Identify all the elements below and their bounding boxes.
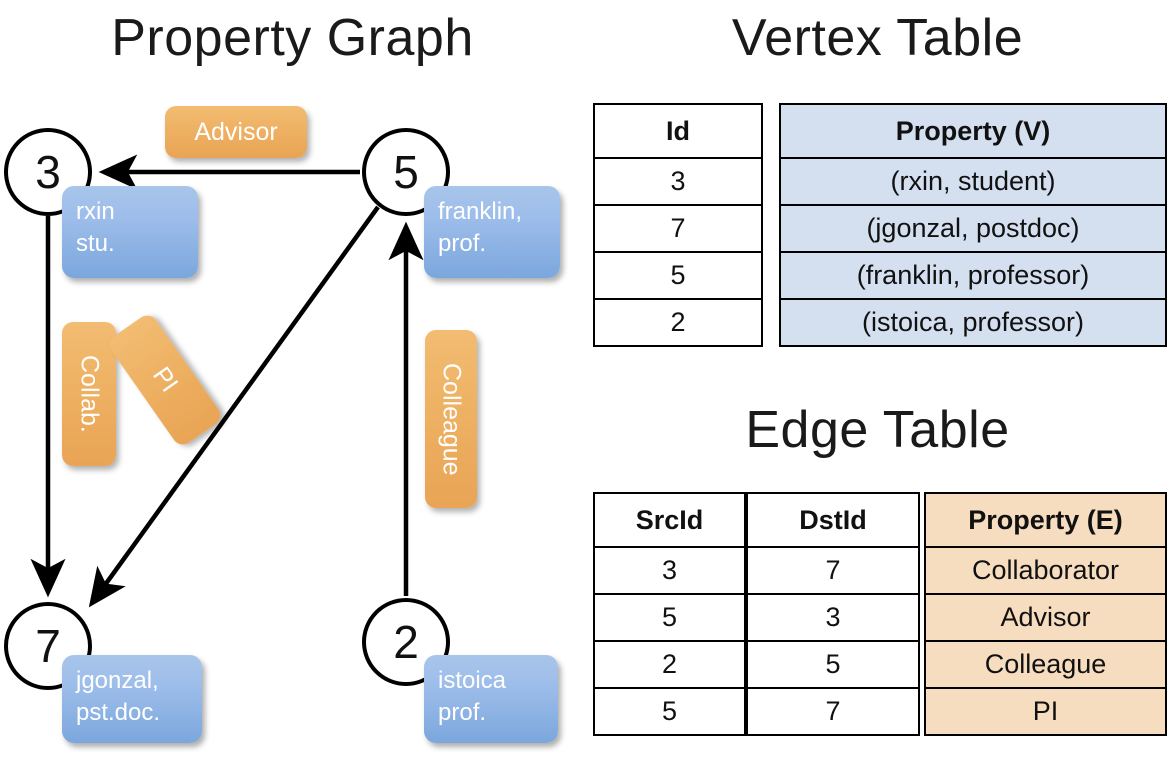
table-row: (franklin, professor)	[779, 251, 1167, 300]
graph-node-5[interactable]: 5	[362, 128, 450, 216]
edge-cell-srcid: 3	[593, 546, 746, 595]
edge-cell-dstid: 5	[746, 640, 920, 689]
edge-cell-dstid: 7	[746, 546, 920, 595]
graph-node-7-label: 7	[35, 620, 61, 672]
edge-table-srcid-column: SrcId 3 5 2 5	[593, 492, 746, 736]
table-row: 5	[746, 640, 920, 689]
table-row: 3	[593, 546, 746, 595]
vertex-cell-id: 3	[593, 157, 763, 206]
table-row: 2	[593, 298, 763, 347]
node-property-line-1: franklin,	[438, 198, 523, 225]
page-title-vertex-table: Vertex Table	[731, 9, 1024, 67]
vertex-cell-property: (franklin, professor)	[779, 251, 1167, 300]
edge-label-box-collab: Collab.	[62, 322, 116, 466]
node-property-line-2: stu.	[76, 229, 115, 257]
edge-header-property: Property (E)	[924, 492, 1167, 548]
edge-cell-property: PI	[924, 687, 1167, 736]
table-header-row: Property (E)	[924, 492, 1167, 548]
node-property-box-jgonzal: jgonzal, pst.doc.	[62, 655, 202, 743]
edge-5-to-7	[88, 205, 380, 608]
edge-header-dstid: DstId	[746, 492, 920, 548]
edge-cell-srcid: 5	[593, 687, 746, 736]
table-header-row: DstId	[746, 492, 920, 548]
edge-cell-property: Colleague	[924, 640, 1167, 689]
vertex-cell-id: 2	[593, 298, 763, 347]
table-header-row: Id	[593, 103, 763, 159]
table-row: 5	[593, 687, 746, 736]
vertex-header-property: Property (V)	[779, 103, 1167, 159]
table-row: 7	[593, 204, 763, 253]
edge-cell-dstid: 7	[746, 687, 920, 736]
table-row: 3	[593, 157, 763, 206]
edge-label-text-collab: Collab.	[75, 355, 104, 433]
graph-node-2[interactable]: 2	[362, 598, 450, 686]
table-row: 2	[593, 640, 746, 689]
page-title-property-graph: Property Graph	[111, 9, 474, 67]
table-header-row: Property (V)	[779, 103, 1167, 159]
property-graph-diagram: 3 5 7 2 rxin stu. franklin, prof. jgonza…	[4, 106, 560, 743]
graph-edge-lines	[30, 154, 424, 608]
table-row: 5	[593, 593, 746, 642]
edge-cell-dstid: 3	[746, 593, 920, 642]
edge-label-box-advisor: Advisor	[165, 106, 307, 158]
edge-cell-srcid: 5	[593, 593, 746, 642]
page-title-edge-table: Edge Table	[745, 401, 1010, 459]
table-row: (jgonzal, postdoc)	[779, 204, 1167, 253]
edge-cell-property: Advisor	[924, 593, 1167, 642]
table-row: Collaborator	[924, 546, 1167, 595]
vertex-cell-property: (jgonzal, postdoc)	[779, 204, 1167, 253]
table-row: (istoica, professor)	[779, 298, 1167, 347]
vertex-header-id: Id	[593, 103, 763, 159]
node-property-line-1: istoica	[438, 667, 507, 694]
node-property-line-2: pst.doc.	[76, 698, 161, 726]
table-row: 3	[746, 593, 920, 642]
edge-table-property-column: Property (E) Collaborator Advisor Collea…	[924, 492, 1167, 736]
node-property-box-franklin: franklin, prof.	[424, 186, 560, 278]
node-property-box-rxin: rxin stu.	[62, 186, 198, 278]
node-property-line-1: jgonzal,	[76, 667, 159, 694]
vertex-table-property-column: Property (V) (rxin, student) (jgonzal, p…	[779, 103, 1167, 347]
edge-label-text-advisor: Advisor	[194, 117, 278, 146]
edge-table-dstid-column: DstId 7 3 5 7	[746, 492, 920, 736]
table-row: Colleague	[924, 640, 1167, 689]
node-property-line-2: prof.	[438, 698, 487, 726]
table-row: 7	[746, 687, 920, 736]
table-row: (rxin, student)	[779, 157, 1167, 206]
node-property-box-istoica: istoica prof.	[424, 655, 558, 743]
table-row: PI	[924, 687, 1167, 736]
vertex-cell-id: 5	[593, 251, 763, 300]
vertex-cell-property: (istoica, professor)	[779, 298, 1167, 347]
node-property-line-2: prof.	[438, 229, 487, 257]
edge-header-srcid: SrcId	[593, 492, 746, 548]
graph-node-5-label: 5	[393, 146, 419, 198]
table-header-row: SrcId	[593, 492, 746, 548]
vertex-cell-property: (rxin, student)	[779, 157, 1167, 206]
edge-label-text-pi: PI	[147, 362, 184, 398]
table-row: 7	[746, 546, 920, 595]
graph-node-3-label: 3	[35, 146, 61, 198]
vertex-cell-id: 7	[593, 204, 763, 253]
graph-node-2-label: 2	[393, 616, 419, 668]
edge-label-box-colleague: Colleague	[425, 330, 477, 508]
edge-cell-property: Collaborator	[924, 546, 1167, 595]
vertex-table-id-column: Id 3 7 5 2	[593, 103, 763, 347]
table-row: 5	[593, 251, 763, 300]
table-row: Advisor	[924, 593, 1167, 642]
edge-cell-srcid: 2	[593, 640, 746, 689]
node-property-line-1: rxin	[76, 198, 115, 225]
edge-label-text-colleague: Colleague	[437, 362, 466, 476]
